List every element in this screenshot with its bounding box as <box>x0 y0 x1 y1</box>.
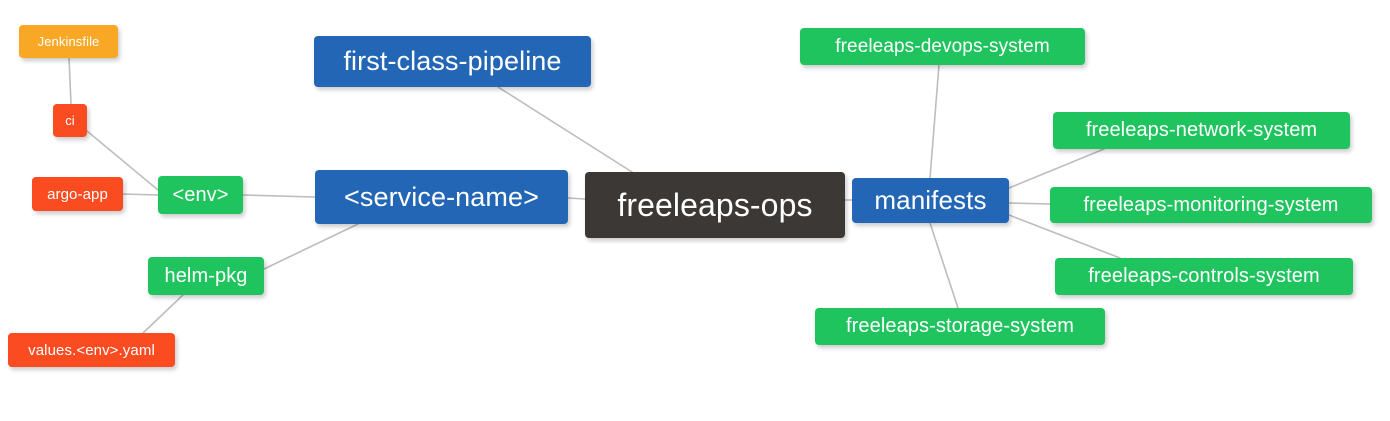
node-helm-pkg[interactable]: helm-pkg <box>148 257 264 295</box>
node-label: freeleaps-devops-system <box>835 35 1050 57</box>
node-env[interactable]: <env> <box>158 176 243 214</box>
node-label: freeleaps-controls-system <box>1088 265 1320 287</box>
node-label: argo-app <box>47 185 108 203</box>
node-label: manifests <box>874 185 987 215</box>
node-ci[interactable]: ci <box>53 104 87 137</box>
node-freeleaps-devops-system[interactable]: freeleaps-devops-system <box>800 28 1085 65</box>
node-label: freeleaps-monitoring-system <box>1083 193 1339 216</box>
node-freeleaps-network-system[interactable]: freeleaps-network-system <box>1053 112 1350 149</box>
edge-manifests-to-freeleaps-controls-system <box>1008 214 1121 259</box>
edge-manifests-to-freeleaps-devops-system <box>929 64 940 179</box>
node-freeleaps-ops[interactable]: freeleaps-ops <box>585 172 845 238</box>
node-label: helm-pkg <box>164 264 248 287</box>
node-label: <service-name> <box>344 181 539 212</box>
node-argo-app[interactable]: argo-app <box>32 177 123 211</box>
edge-jenkinsfile-to-ci <box>68 57 72 105</box>
edge-manifests-to-freeleaps-network-system <box>1008 148 1105 189</box>
node-label: freeleaps-storage-system <box>845 315 1075 337</box>
node-service-name[interactable]: <service-name> <box>315 170 568 224</box>
edge-service-name-to-freeleaps-ops <box>567 197 586 200</box>
node-values-env-yaml[interactable]: values.<env>.yaml <box>8 333 175 367</box>
node-label: first-class-pipeline <box>343 46 562 76</box>
edge-values-env-yaml-to-helm-pkg <box>142 293 185 334</box>
edge-manifests-to-freeleaps-storage-system <box>929 222 959 309</box>
edge-manifests-to-freeleaps-monitoring-system <box>1008 202 1051 205</box>
node-label: values.<env>.yaml <box>28 341 155 359</box>
edge-helm-pkg-to-service-name <box>263 223 359 270</box>
node-label: freeleaps-network-system <box>1085 119 1318 141</box>
node-label: ci <box>65 113 75 128</box>
edge-first-class-pipeline-to-freeleaps-ops <box>497 86 633 173</box>
node-manifests[interactable]: manifests <box>852 178 1009 223</box>
edge-argo-app-to-env <box>122 193 159 196</box>
node-jenkinsfile[interactable]: Jenkinsfile <box>19 25 118 58</box>
node-label: Jenkinsfile <box>37 34 100 49</box>
node-label: <env> <box>172 183 229 206</box>
edge-env-to-service-name <box>242 194 316 198</box>
node-label: freeleaps-ops <box>617 186 813 223</box>
node-freeleaps-monitoring-system[interactable]: freeleaps-monitoring-system <box>1050 187 1372 223</box>
node-freeleaps-controls-system[interactable]: freeleaps-controls-system <box>1055 258 1353 295</box>
node-first-class-pipeline[interactable]: first-class-pipeline <box>314 36 591 87</box>
edge-ci-to-env <box>86 130 159 191</box>
node-freeleaps-storage-system[interactable]: freeleaps-storage-system <box>815 308 1105 345</box>
